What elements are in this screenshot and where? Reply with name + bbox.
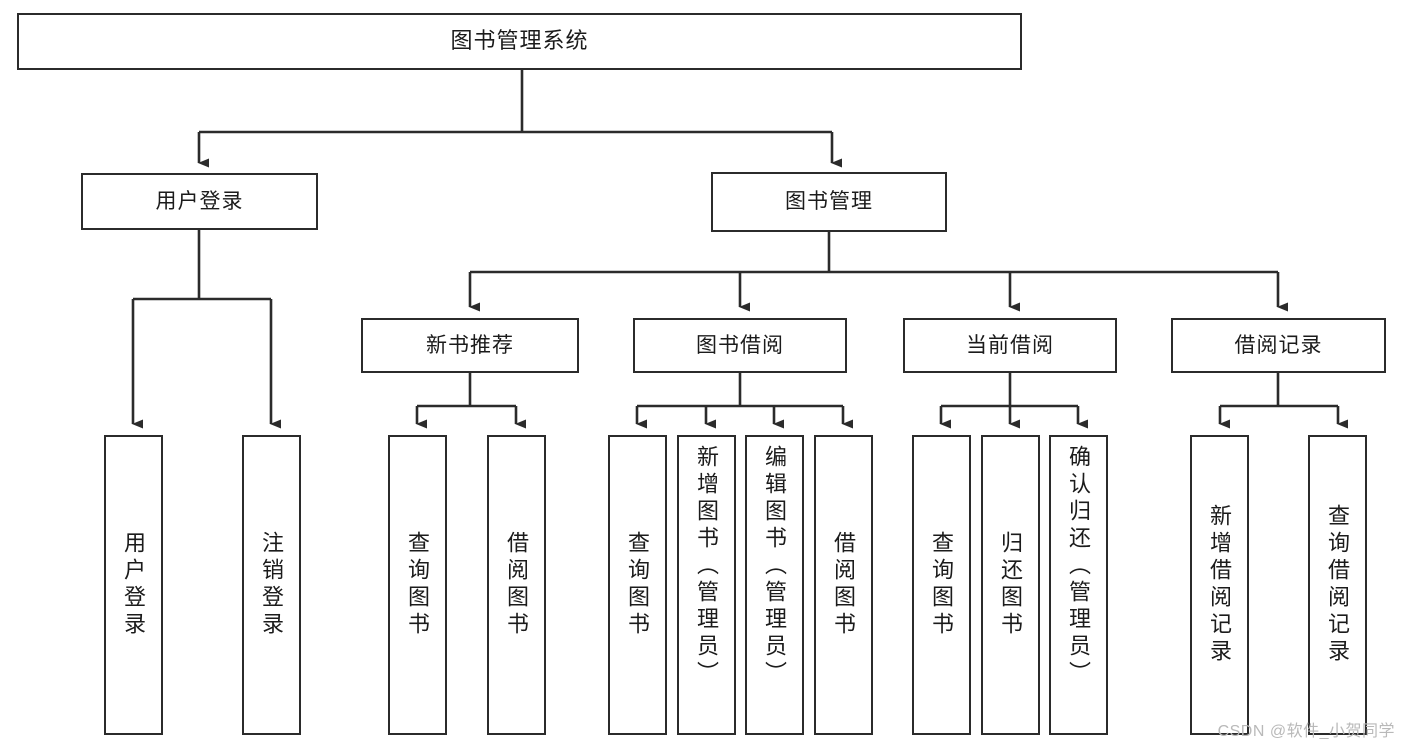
node-label: 当前借阅	[966, 333, 1054, 357]
node-label: 借阅记录	[1234, 333, 1323, 357]
node-label: 图书借阅	[696, 333, 784, 357]
node-label: 查询图书	[405, 531, 431, 639]
node-user-login[interactable]: 用户登录	[81, 173, 318, 230]
node-borrow-record[interactable]: 借阅记录	[1171, 318, 1386, 373]
node-label: 查询借阅记录	[1325, 504, 1351, 666]
node-label: 查询图书	[929, 531, 955, 639]
leaf-query-book-recommend[interactable]: 查询图书	[388, 435, 447, 735]
node-label: 用户登录	[155, 189, 244, 213]
node-new-book-recommend[interactable]: 新书推荐	[361, 318, 579, 373]
node-label: 图书管理	[785, 190, 873, 214]
node-label: 确认归还（管理员）	[1066, 445, 1092, 688]
node-label: 新增借阅记录	[1207, 504, 1233, 666]
node-label: 新书推荐	[426, 333, 514, 357]
leaf-borrow-book-recommend[interactable]: 借阅图书	[487, 435, 546, 735]
node-label: 借阅图书	[831, 531, 857, 639]
node-label: 借阅图书	[504, 531, 530, 639]
node-label: 用户登录	[121, 531, 147, 639]
node-label: 注销登录	[259, 531, 285, 639]
node-root-book-management-system[interactable]: 图书管理系统	[17, 13, 1022, 70]
node-label: 查询图书	[625, 531, 651, 639]
leaf-user-login[interactable]: 用户登录	[104, 435, 163, 735]
leaf-add-book-admin[interactable]: 新增图书（管理员）	[677, 435, 736, 735]
node-book-management[interactable]: 图书管理	[711, 172, 947, 232]
leaf-return-book[interactable]: 归还图书	[981, 435, 1040, 735]
leaf-confirm-return-admin[interactable]: 确认归还（管理员）	[1049, 435, 1108, 735]
leaf-logout[interactable]: 注销登录	[242, 435, 301, 735]
leaf-edit-book-admin[interactable]: 编辑图书（管理员）	[745, 435, 804, 735]
node-label: 归还图书	[998, 531, 1024, 639]
node-current-borrow[interactable]: 当前借阅	[903, 318, 1117, 373]
leaf-query-book-current[interactable]: 查询图书	[912, 435, 971, 735]
leaf-add-borrow-record[interactable]: 新增借阅记录	[1190, 435, 1249, 735]
leaf-query-borrow-record[interactable]: 查询借阅记录	[1308, 435, 1367, 735]
node-label: 图书管理系统	[450, 28, 589, 54]
node-book-borrow[interactable]: 图书借阅	[633, 318, 847, 373]
node-label: 编辑图书（管理员）	[762, 445, 788, 688]
leaf-borrow-book[interactable]: 借阅图书	[814, 435, 873, 735]
leaf-query-book-borrow[interactable]: 查询图书	[608, 435, 667, 735]
node-label: 新增图书（管理员）	[694, 445, 720, 688]
